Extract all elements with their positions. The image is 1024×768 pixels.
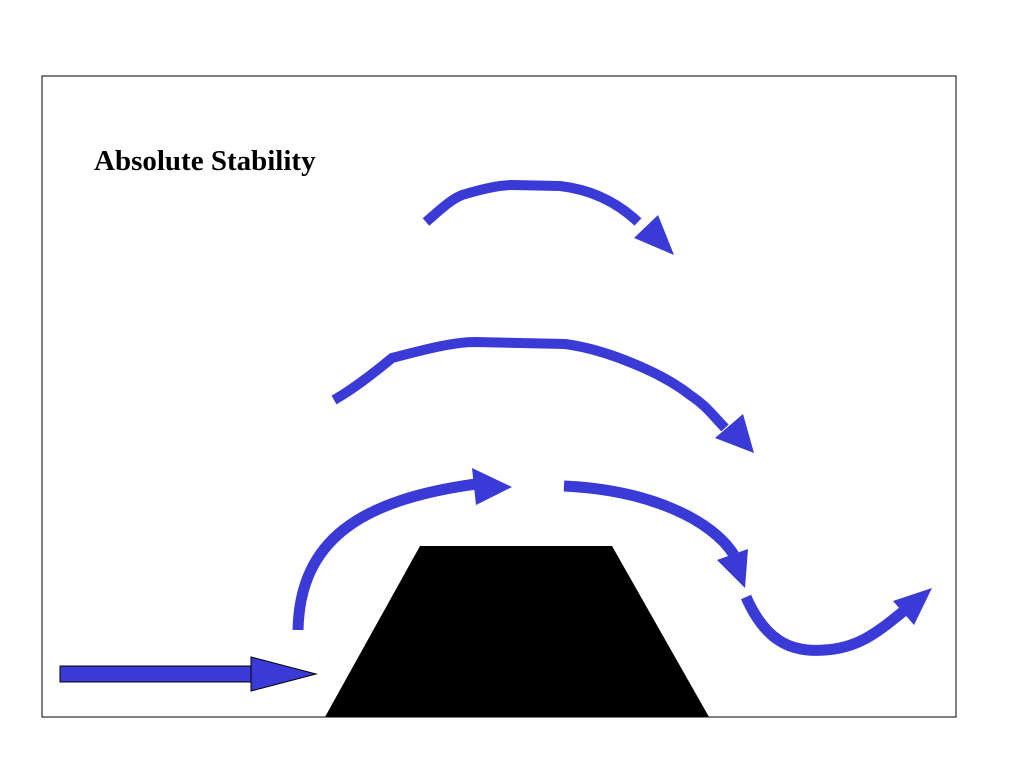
downstream-curl-arrow-icon bbox=[740, 588, 932, 656]
middle-flow-arrow-icon bbox=[331, 336, 754, 453]
mountain-shape bbox=[325, 546, 709, 717]
upper-flow-arrow-icon bbox=[422, 179, 674, 255]
incoming-wind-arrow-icon bbox=[59, 656, 318, 692]
leeward-descent-arrow-icon bbox=[563, 480, 748, 588]
windward-rise-arrow-icon bbox=[292, 468, 512, 631]
slide-title: Absolute Stability bbox=[94, 145, 316, 177]
